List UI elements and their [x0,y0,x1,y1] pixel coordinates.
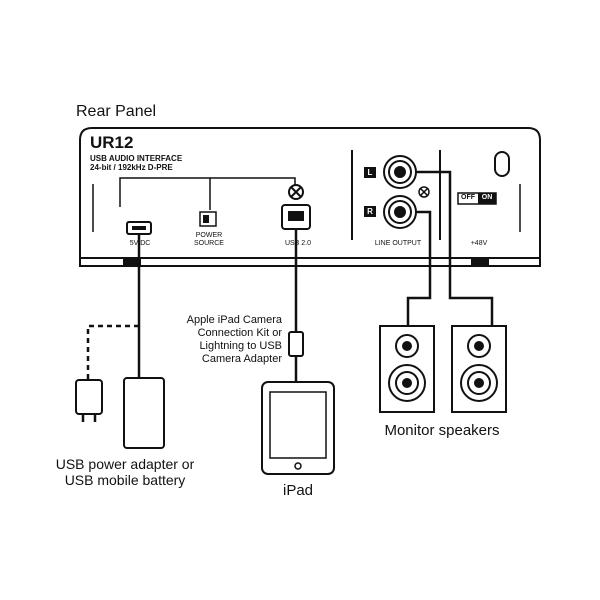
ur12-rear-panel [79,127,541,267]
switch-off-label: OFF [461,194,475,201]
dc-jack [126,221,152,235]
speaker-right [451,325,507,413]
phantom-switch [457,192,497,205]
line-output-section [351,150,441,240]
power-source-label-2: SOURCE [194,240,224,247]
left-badge [364,167,376,178]
power-source-label-1: POWER [195,232,223,239]
power-source-switch [199,211,217,227]
ipad-label: iPad [282,482,314,499]
camera-adapter [288,331,304,357]
device-subtitle-1: USB AUDIO INTERFACE [90,154,183,163]
line-output-label: LINE OUTPUT [374,240,422,247]
usb-power-adapter [75,379,103,422]
cables [137,170,494,382]
device-subtitle-2: 24-bit / 192kHz D-PRE [90,163,173,172]
usb-port [281,184,311,230]
right-badge [364,206,376,217]
dc-label: 5V DC [129,240,151,247]
device-model: UR12 [90,133,134,152]
left-channel-label: L [367,168,373,177]
usb-mobile-battery [123,377,165,449]
power-options-label-2: USB mobile battery [64,472,186,488]
speaker-left [379,325,435,413]
switch-on-label: ON [481,194,493,201]
panel-title: Rear Panel [76,103,157,120]
phantom-label: +48V [470,240,488,247]
adapter-kit-label-3: Lightning to USB [199,340,282,352]
right-channel-label: R [367,207,373,216]
kensington-slot [494,151,510,177]
adapter-kit-label-2: Connection Kit or [197,327,282,339]
adapter-dashed-cable [86,324,139,380]
adapter-kit-label-4: Camera Adapter [201,353,282,365]
power-options-label-1: USB power adapter or [55,456,195,472]
adapter-kit-label-1: Apple iPad Camera [186,314,282,326]
speakers-label: Monitor speakers [384,422,500,439]
ipad-device [261,381,335,475]
usb-label: USB 2.0 [284,240,312,247]
